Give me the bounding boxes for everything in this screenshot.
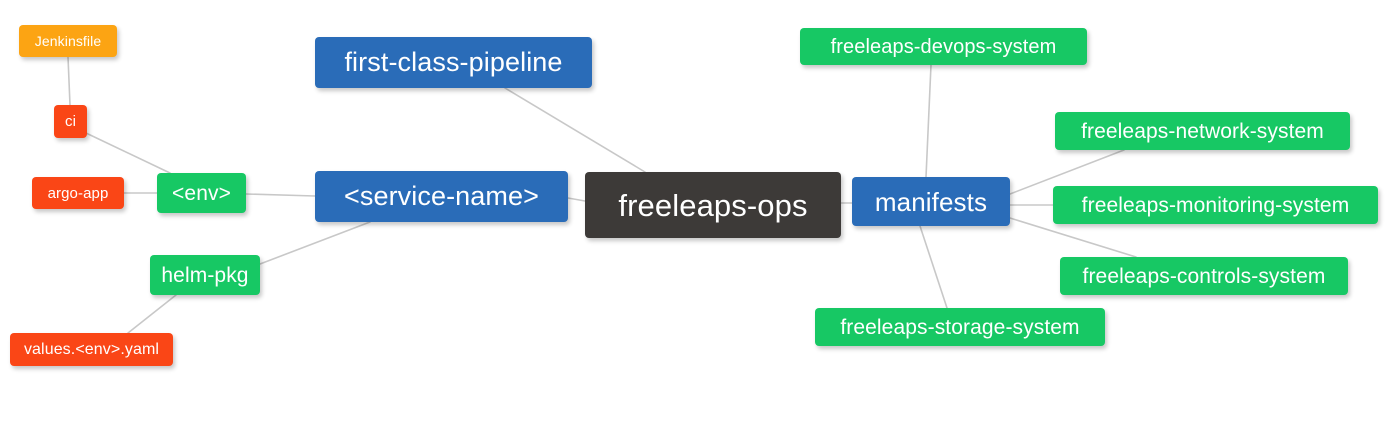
node-values-yaml[interactable]: values.<env>.yaml <box>10 333 173 366</box>
node-network[interactable]: freeleaps-network-system <box>1055 112 1350 150</box>
edge-pipeline-to-root <box>504 87 646 173</box>
edge-ci-to-env <box>85 132 171 174</box>
node-pipeline[interactable]: first-class-pipeline <box>315 37 592 88</box>
node-monitoring[interactable]: freeleaps-monitoring-system <box>1053 186 1378 224</box>
node-storage[interactable]: freeleaps-storage-system <box>815 308 1105 346</box>
node-helm-pkg[interactable]: helm-pkg <box>150 255 260 295</box>
node-argo-app[interactable]: argo-app <box>32 177 124 209</box>
edge-env-to-service-name <box>245 193 316 197</box>
edge-service-name-to-helm-pkg <box>259 221 371 265</box>
node-ci[interactable]: ci <box>54 105 87 138</box>
node-root[interactable]: freeleaps-ops <box>585 172 841 238</box>
edge-jenkinsfile-to-ci <box>67 56 71 106</box>
node-env[interactable]: <env> <box>157 173 246 213</box>
edge-helm-pkg-to-values-yaml <box>127 294 177 334</box>
edge-service-name-to-root <box>567 197 586 202</box>
node-jenkinsfile[interactable]: Jenkinsfile <box>19 25 117 57</box>
node-devops[interactable]: freeleaps-devops-system <box>800 28 1087 65</box>
edge-manifests-to-storage <box>919 225 948 309</box>
node-service-name[interactable]: <service-name> <box>315 171 568 222</box>
node-controls[interactable]: freeleaps-controls-system <box>1060 257 1348 295</box>
edge-manifests-to-devops <box>925 64 932 178</box>
node-manifests[interactable]: manifests <box>852 177 1010 226</box>
